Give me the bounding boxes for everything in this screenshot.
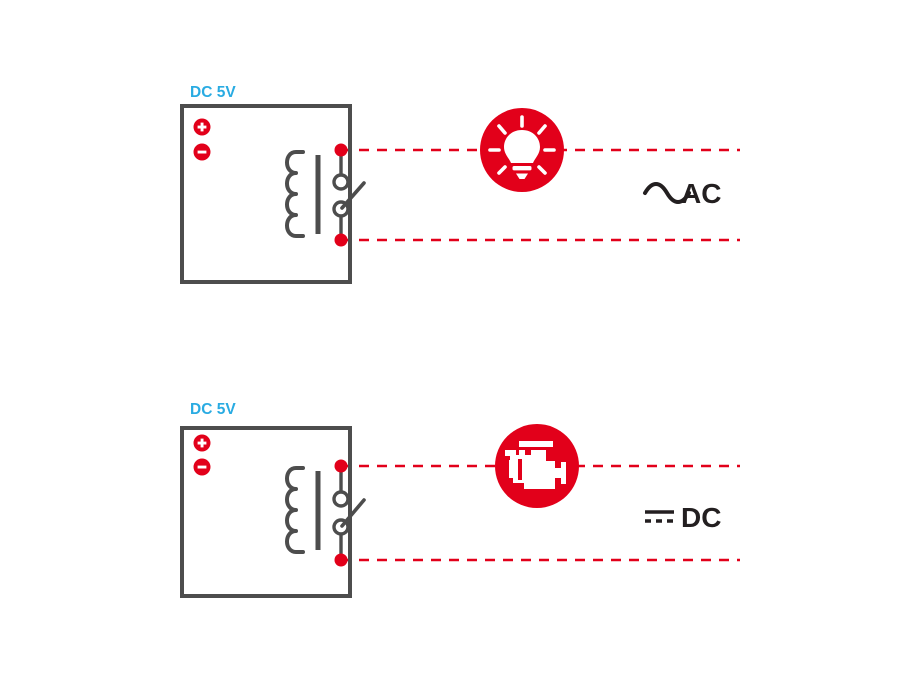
dc-supply-label: DC 5V: [190, 401, 236, 418]
ac-relay-contacts: [332, 150, 366, 240]
ac-supply-label: DC 5V: [190, 84, 236, 101]
ac-plus-bar-v: [200, 122, 204, 132]
dc-relay-enclosure: [180, 426, 352, 598]
dc-diagram-group: DC 5V: [180, 401, 740, 598]
ac-negative-terminal: [193, 143, 211, 161]
dc-contact-point-upper: [332, 490, 350, 508]
dc-supply-type-label: DC: [681, 502, 721, 533]
ac-supply-type-label: AC: [681, 178, 721, 209]
ac-minus-bar: [197, 150, 207, 154]
dc-supply-type: DC: [645, 502, 721, 533]
sine-wave-icon: [643, 182, 691, 204]
engine-block-notch: [518, 459, 522, 480]
ac-relay-coil: [285, 150, 321, 238]
ac-node-top: [334, 143, 348, 157]
ac-positive-terminal: [193, 118, 211, 136]
dc-positive-terminal: [193, 434, 211, 452]
dc-contact-blade: [340, 498, 366, 528]
light-bulb-base-1: [512, 166, 532, 171]
dc-negative-terminal: [193, 458, 211, 476]
light-bulb-glass: [504, 130, 540, 163]
dc-node-top: [334, 459, 348, 473]
ac-supply-type: AC: [643, 178, 721, 209]
light-bulb-icon: [480, 108, 564, 192]
dc-relay-contacts: [332, 466, 366, 560]
dc-node-bottom: [334, 553, 348, 567]
ac-node-bottom: [334, 233, 348, 247]
engine-block-body: [509, 450, 566, 489]
dc-plus-bar-v: [200, 438, 204, 448]
dc-relay-coil: [285, 466, 321, 554]
engine-icon: [495, 424, 579, 508]
ac-contact-point-upper: [332, 173, 350, 191]
ac-diagram-group: DC 5V: [180, 84, 740, 284]
light-bulb-rays: [488, 115, 556, 175]
light-bulb-base-2: [516, 173, 528, 179]
ac-contact-blade: [340, 181, 366, 210]
dc-coil-winding: [285, 466, 305, 554]
ac-relay-enclosure: [180, 104, 352, 284]
engine-top-cap: [519, 441, 553, 447]
ac-coil-winding: [285, 150, 305, 238]
dc-line-icon: [645, 510, 674, 523]
dc-minus-bar: [197, 465, 207, 469]
